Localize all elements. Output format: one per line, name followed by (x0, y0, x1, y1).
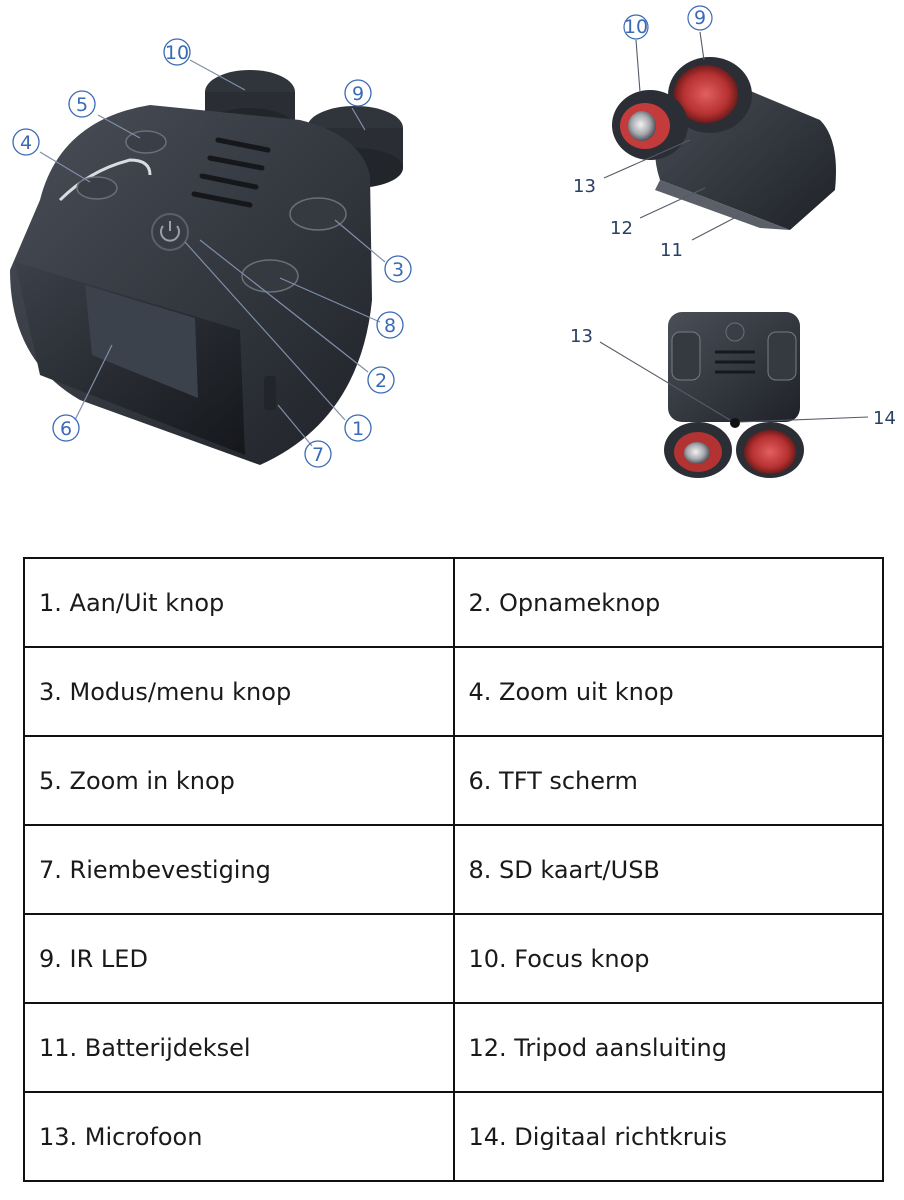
record-button-shape (241, 259, 299, 293)
table-row: 11. Batterijdeksel 12. Tripod aansluitin… (23, 1002, 884, 1093)
svg-text:10: 10 (624, 16, 648, 38)
vent-grille-front (715, 350, 755, 374)
zoom-out-button-shape (76, 176, 118, 200)
zoom-in-button-shape (125, 130, 167, 154)
svg-text:10: 10 (165, 42, 189, 64)
svg-text:1: 1 (352, 418, 364, 440)
callout-lines-top-right (603, 31, 741, 241)
callout-10-top: 10 (623, 14, 649, 40)
legend-item-13: 13. Microfoon (23, 1091, 455, 1182)
top-right-device-view: 10 9 13 12 11 (573, 5, 836, 261)
legend-item-5: 5. Zoom in knop (23, 735, 455, 826)
callout-13-bottom: 13 (570, 326, 593, 347)
callout-2-main: 2 (367, 366, 395, 394)
callout-11-top: 11 (660, 240, 683, 261)
callout-3-main: 3 (384, 255, 412, 283)
legend-item-10: 10. Focus knop (452, 913, 884, 1004)
callout-13-top: 13 (573, 176, 596, 197)
mode-button-shape (289, 197, 347, 231)
callout-lines-bottom-right (599, 341, 869, 423)
callout-6-main: 6 (52, 414, 80, 442)
callout-10-main: 10 (163, 38, 191, 66)
legend-item-2: 2. Opnameknop (452, 557, 884, 648)
legend-item-1: 1. Aan/Uit knop (23, 557, 455, 648)
callout-5-main: 5 (68, 90, 96, 118)
main-device-view: 10 9 5 4 3 8 2 1 (10, 38, 412, 468)
callout-1-main: 1 (344, 414, 372, 442)
legend-item-12: 12. Tripod aansluiting (452, 1002, 884, 1093)
callout-8-main: 8 (376, 311, 404, 339)
legend-item-6: 6. TFT scherm (452, 735, 884, 826)
svg-text:7: 7 (312, 444, 324, 466)
legend-item-11: 11. Batterijdeksel (23, 1002, 455, 1093)
table-row: 9. IR LED 10. Focus knop (23, 913, 884, 1004)
microphone-dot (730, 418, 740, 428)
binocular-illustration: 10 9 5 4 3 8 2 1 (10, 5, 896, 478)
parts-legend-table: 1. Aan/Uit knop 2. Opnameknop 3. Modus/m… (23, 557, 884, 1182)
callout-14-bottom: 14 (873, 408, 896, 429)
svg-text:9: 9 (352, 83, 364, 105)
table-row: 13. Microfoon 14. Digitaal richtkruis (23, 1091, 884, 1182)
strap-mount-shape (264, 376, 276, 410)
callout-9-top: 9 (687, 5, 713, 31)
legend-item-8: 8. SD kaart/USB (452, 824, 884, 915)
callout-12-top: 12 (610, 218, 633, 239)
svg-text:8: 8 (384, 315, 396, 337)
device-body-front-view (668, 312, 800, 422)
table-row: 7. Riembevestiging 8. SD kaart/USB (23, 824, 884, 915)
legend-item-9: 9. IR LED (23, 913, 455, 1004)
svg-text:5: 5 (76, 94, 88, 116)
callout-7-main: 7 (304, 440, 332, 468)
focus-lens-top (628, 111, 656, 141)
callout-4-main: 4 (12, 128, 40, 156)
svg-text:4: 4 (20, 132, 32, 154)
battery-cover-shape (655, 180, 790, 230)
legend-item-3: 3. Modus/menu knop (23, 646, 455, 737)
product-diagram: 10 9 5 4 3 8 2 1 (0, 0, 904, 520)
table-row: 5. Zoom in knop 6. TFT scherm (23, 735, 884, 826)
callout-9-main: 9 (344, 79, 372, 107)
svg-text:3: 3 (392, 259, 404, 281)
vent-grille (191, 137, 271, 208)
callout-lines-main (39, 59, 386, 447)
legend-item-4: 4. Zoom uit knop (452, 646, 884, 737)
table-row: 3. Modus/menu knop 4. Zoom uit knop (23, 646, 884, 737)
svg-text:9: 9 (694, 7, 706, 29)
bottom-right-device-view: 13 14 (570, 312, 896, 478)
tft-screen-glass (85, 285, 198, 398)
power-button-shape (151, 213, 189, 251)
svg-text:2: 2 (375, 370, 387, 392)
table-row: 1. Aan/Uit knop 2. Opnameknop (23, 557, 884, 648)
legend-item-7: 7. Riembevestiging (23, 824, 455, 915)
ir-led-lens-top (674, 65, 738, 123)
legend-item-14: 14. Digitaal richtkruis (452, 1091, 884, 1182)
svg-text:6: 6 (60, 418, 72, 440)
